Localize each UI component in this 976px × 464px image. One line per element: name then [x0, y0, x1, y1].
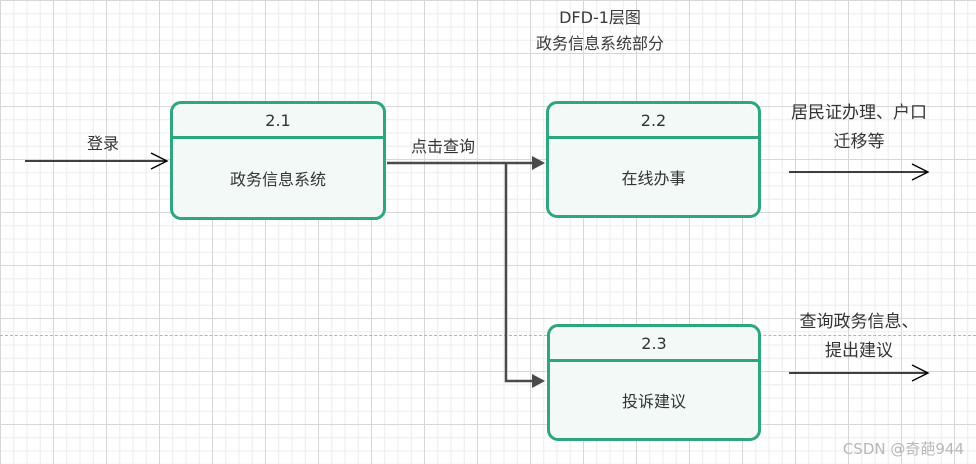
page-boundary-dashed-line: [0, 335, 976, 336]
process-node-2-2-id: 2.2: [549, 104, 758, 139]
process-node-2-3-label: 投诉建议: [621, 392, 686, 411]
diagram-title: DFD-1层图 政务信息系统部分: [420, 5, 780, 57]
edge-label-services: 居民证办理、户口 迁移等: [791, 103, 927, 152]
edge-label-query: 点击查询: [410, 137, 475, 156]
edge-label-complaint: 查询政务信息、 提出建议: [799, 312, 919, 361]
edge-label-login: 登录: [86, 134, 119, 153]
process-node-2-2: 2.2 在线办事: [546, 101, 761, 218]
process-node-2-1-label: 政务信息系统: [229, 170, 326, 189]
process-node-2-1-id: 2.1: [173, 104, 383, 139]
query-arrow: [387, 156, 545, 170]
process-node-2-3-id: 2.3: [550, 327, 758, 362]
process-node-2-1: 2.1 政务信息系统: [170, 101, 386, 220]
login-arrow: [25, 152, 169, 170]
complaint-arrow: [789, 364, 930, 382]
process-node-2-2-label: 在线办事: [621, 169, 686, 188]
process-node-2-3: 2.3 投诉建议: [547, 324, 761, 441]
branch-arrow: [504, 163, 545, 388]
services-arrow: [789, 163, 930, 181]
diagram-title-line1: DFD-1层图: [559, 8, 641, 27]
csdn-watermark: CSDN @奇葩944: [842, 440, 964, 458]
diagram-title-line2: 政务信息系统部分: [535, 34, 664, 53]
